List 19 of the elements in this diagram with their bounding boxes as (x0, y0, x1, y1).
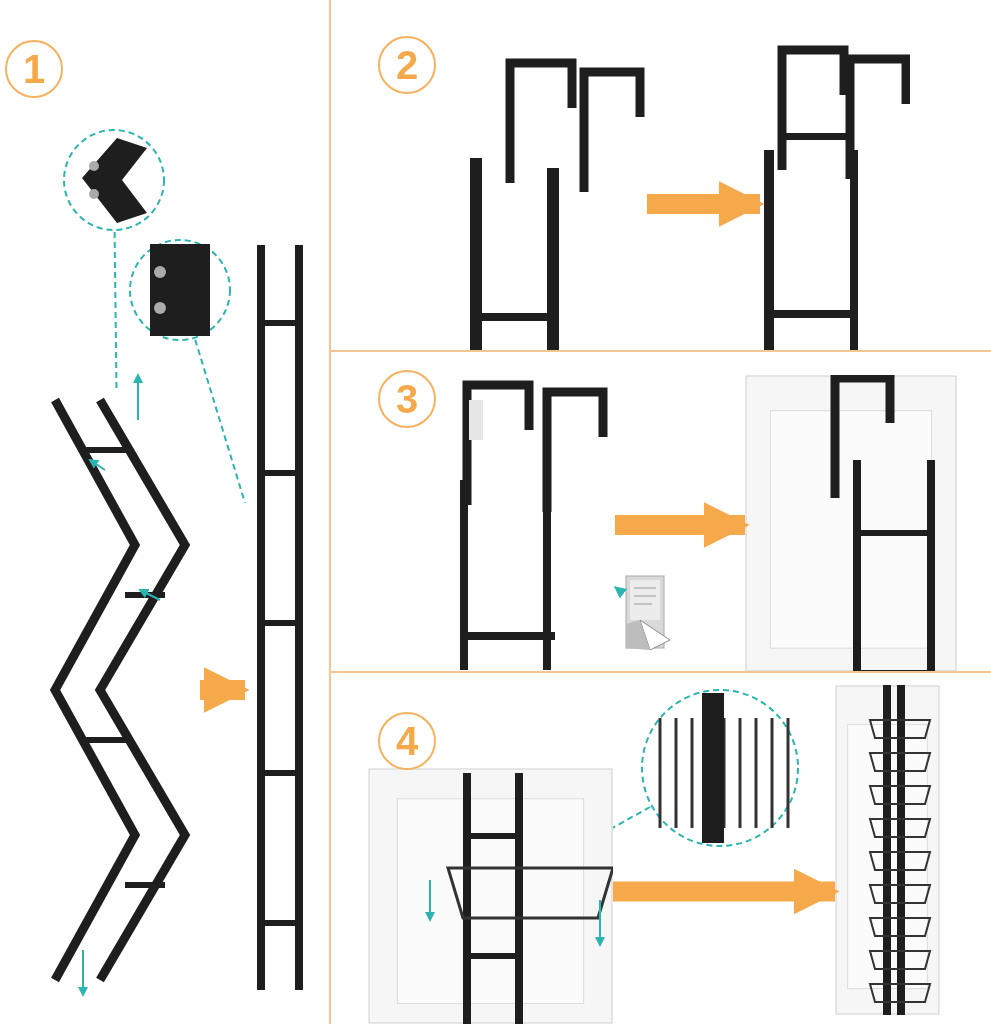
basket-detail-drawing (640, 688, 800, 848)
hinge-detail-drawing (62, 128, 166, 232)
joint-detail-drawing (128, 238, 232, 342)
step-number-badge: 3 (378, 370, 436, 428)
door-basket-drawing (368, 768, 613, 1024)
step-arrow (615, 502, 750, 548)
step-arrow (200, 667, 250, 713)
arrow (614, 586, 628, 599)
door-baskets-drawing (835, 685, 940, 1015)
leader-line (113, 231, 118, 391)
step-arrow (647, 181, 765, 227)
door-rack-drawing (745, 375, 957, 672)
step-number-badge: 1 (5, 40, 63, 98)
leader-line (194, 338, 246, 504)
step-arrow (613, 868, 840, 915)
leader-line (612, 806, 652, 829)
adhesive-strip-drawing (622, 572, 672, 652)
step-number-badge: 4 (378, 712, 436, 770)
step-number-badge: 2 (378, 36, 436, 94)
